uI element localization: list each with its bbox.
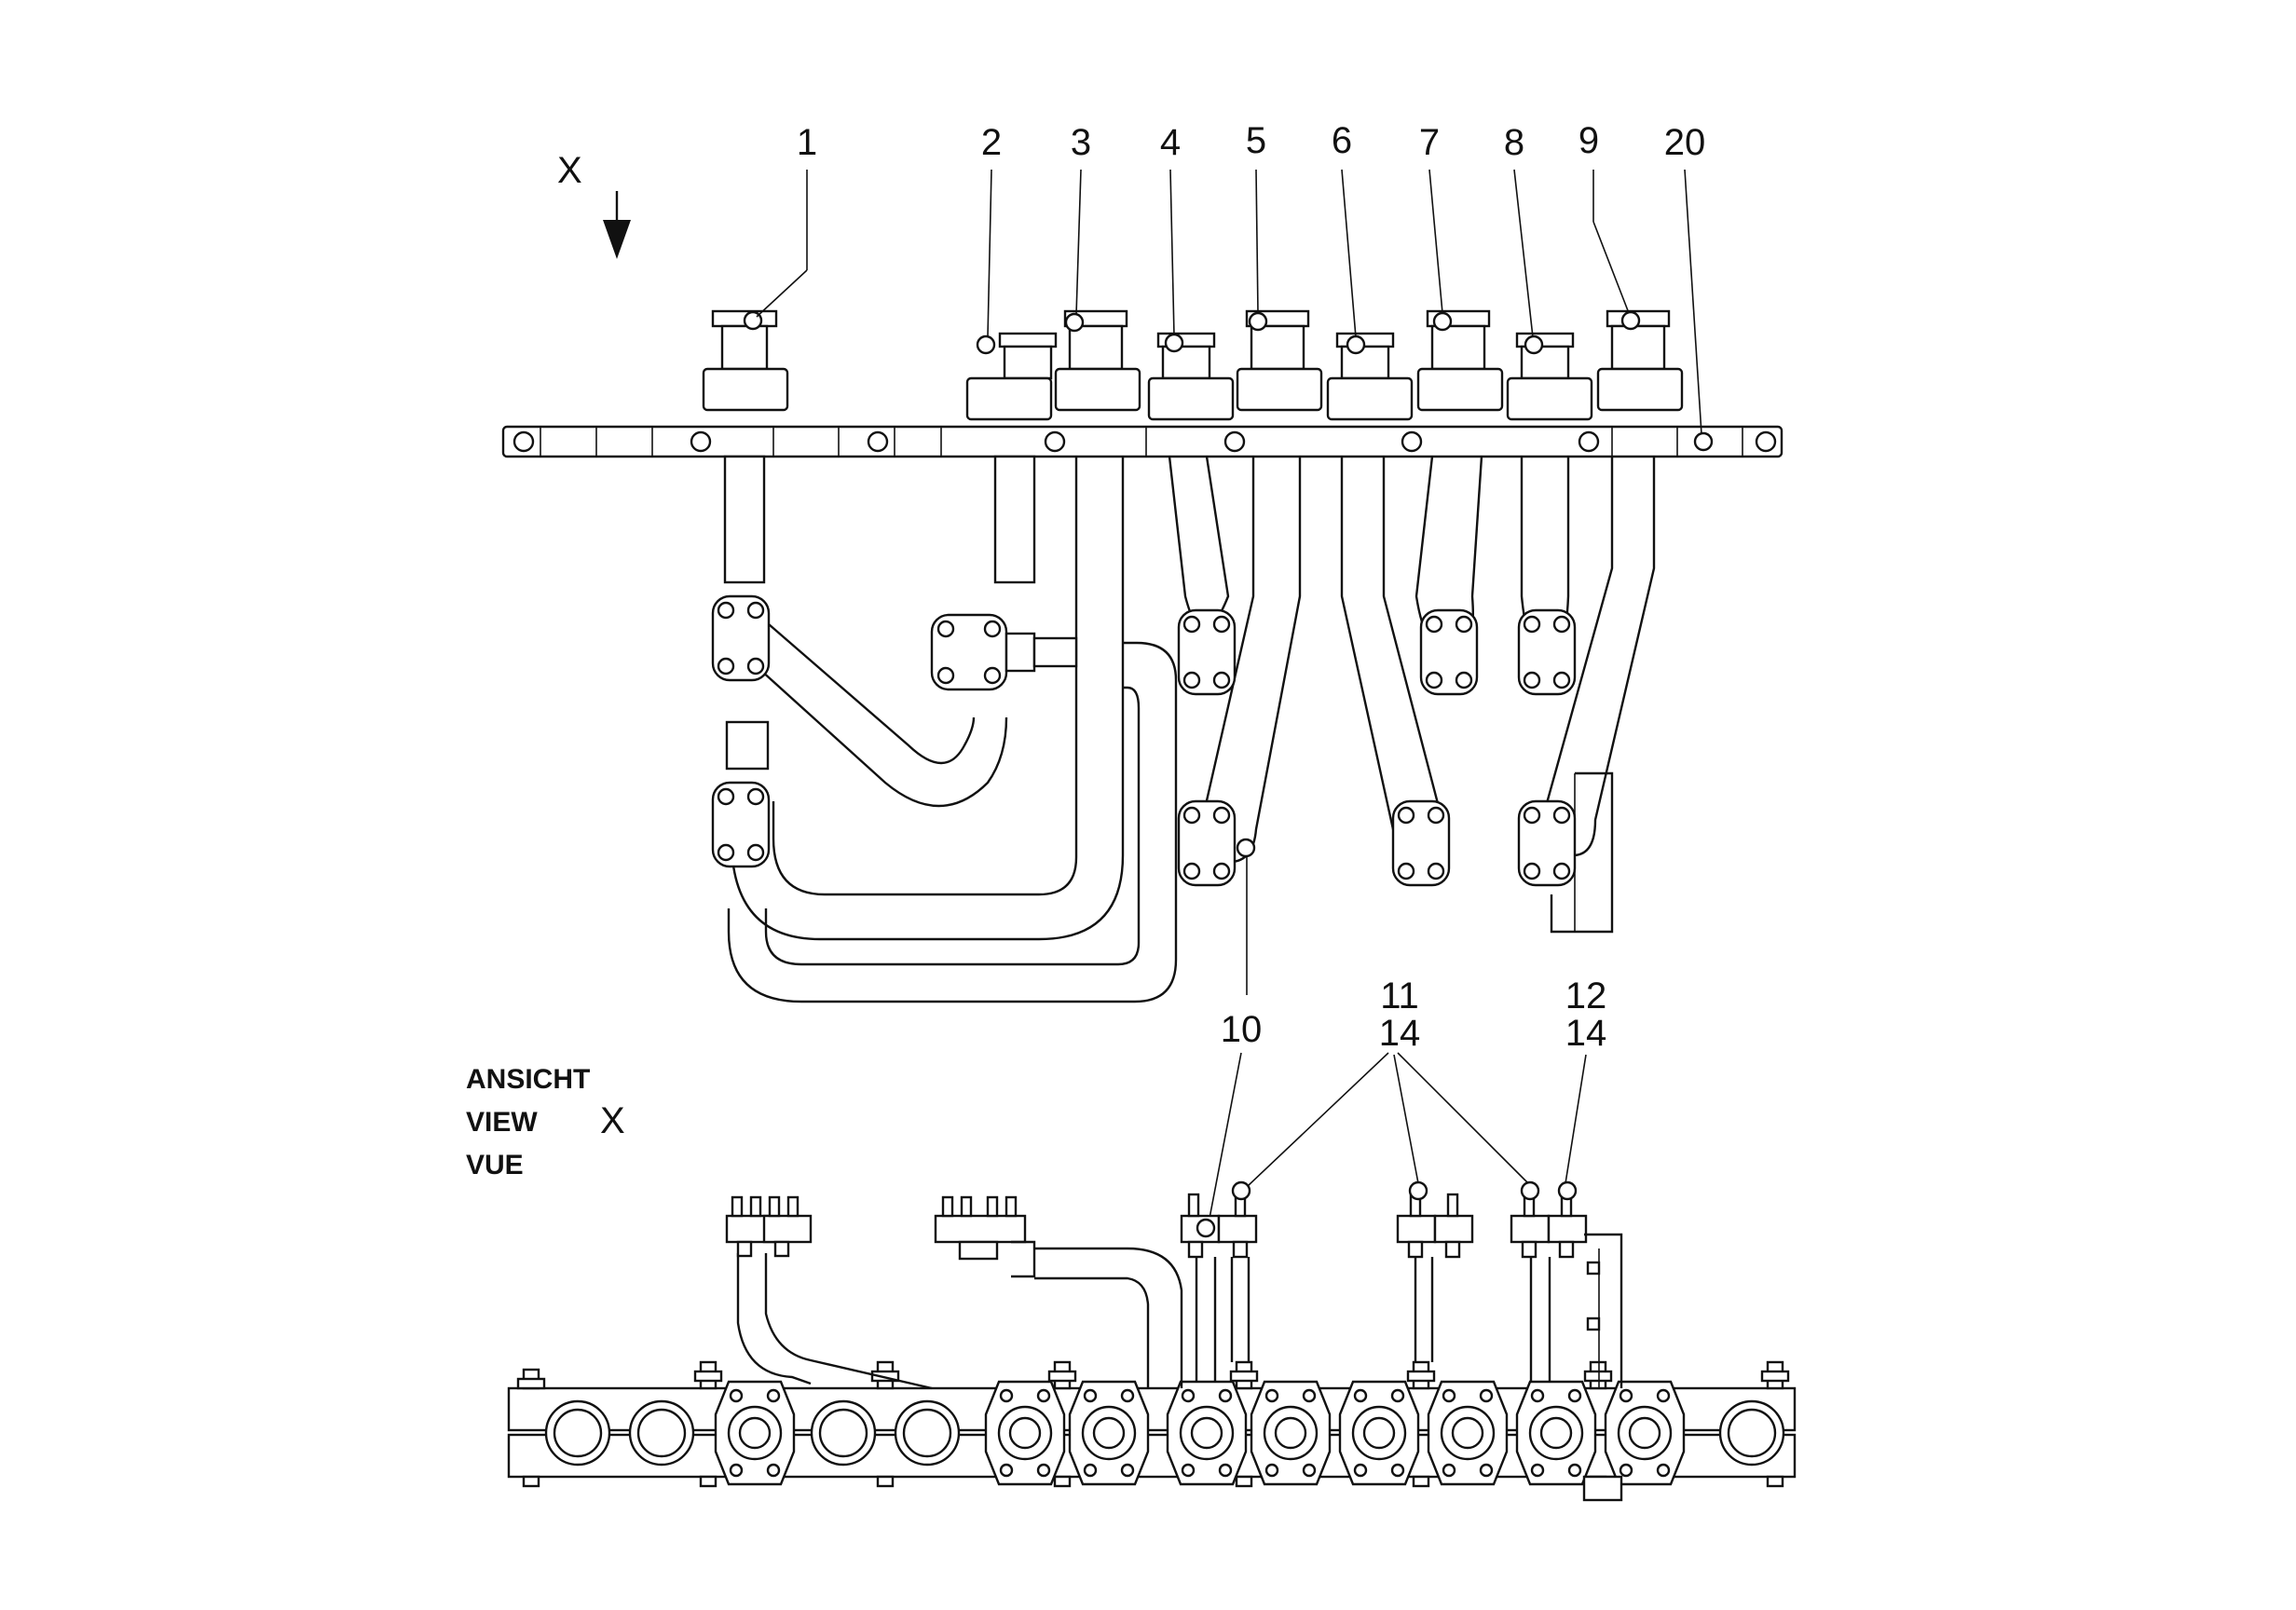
fitting-10-marker	[1236, 838, 1256, 858]
callout-3: 3	[1071, 122, 1091, 163]
top-view	[501, 309, 1784, 1003]
fitting-3	[1054, 309, 1141, 412]
rising-tubes	[725, 1180, 1623, 1502]
callout-9: 9	[1578, 120, 1599, 161]
flanged-ports	[714, 1380, 1686, 1486]
callout-20: 20	[1664, 122, 1706, 163]
view-caption-line2: VIEW	[466, 1107, 538, 1138]
fitting-7	[1416, 309, 1504, 412]
view-marker: X	[557, 150, 631, 259]
view-marker-letter: X	[557, 150, 582, 191]
callout-2: 2	[981, 122, 1002, 163]
tube-group-12	[1510, 1180, 1623, 1502]
lower-rail-top	[507, 1386, 1797, 1432]
mounting-rail	[501, 425, 1784, 458]
view-caption-line3: VUE	[466, 1150, 524, 1180]
callout-14-a: 14	[1379, 1013, 1421, 1054]
fitting-5	[1236, 309, 1323, 412]
fitting-20-marker	[1693, 431, 1714, 452]
fitting-2	[965, 332, 1058, 584]
fitting-8	[1506, 332, 1593, 421]
view-direction-arrow-icon	[603, 220, 631, 259]
callout-11: 11	[1380, 976, 1419, 1016]
flange-blocks-top	[711, 594, 1614, 934]
fitting-9	[1596, 309, 1684, 412]
callout-1: 1	[797, 122, 817, 163]
callout-14-b: 14	[1565, 1013, 1607, 1054]
pipe-runs	[725, 456, 1656, 1003]
callout-4: 4	[1160, 122, 1181, 163]
callout-6: 6	[1332, 120, 1352, 161]
callout-12: 12	[1565, 976, 1607, 1016]
callout-10: 10	[1221, 1009, 1263, 1050]
lower-rail-bottom	[507, 1433, 1797, 1479]
tube-group-11	[1396, 1180, 1474, 1362]
view-caption-line1: ANSICHT	[466, 1064, 590, 1095]
fitting-1	[702, 309, 789, 584]
fitting-6	[1326, 332, 1414, 421]
callout-5: 5	[1246, 120, 1266, 161]
view-caption-letter: X	[600, 1100, 625, 1141]
view-x-elevation	[507, 1180, 1797, 1502]
callout-7: 7	[1419, 122, 1440, 163]
tube-group-10-11	[1180, 1180, 1258, 1382]
callouts-bottom: 11 14 12 14	[1207, 976, 1607, 1229]
view-caption: ANSICHT VIEW VUE X	[466, 1064, 625, 1180]
fitting-4	[1147, 332, 1235, 421]
callouts-top: 1 2 3 4 5 6 7 8 9 20 10	[756, 120, 1706, 1050]
callout-8: 8	[1504, 122, 1524, 163]
